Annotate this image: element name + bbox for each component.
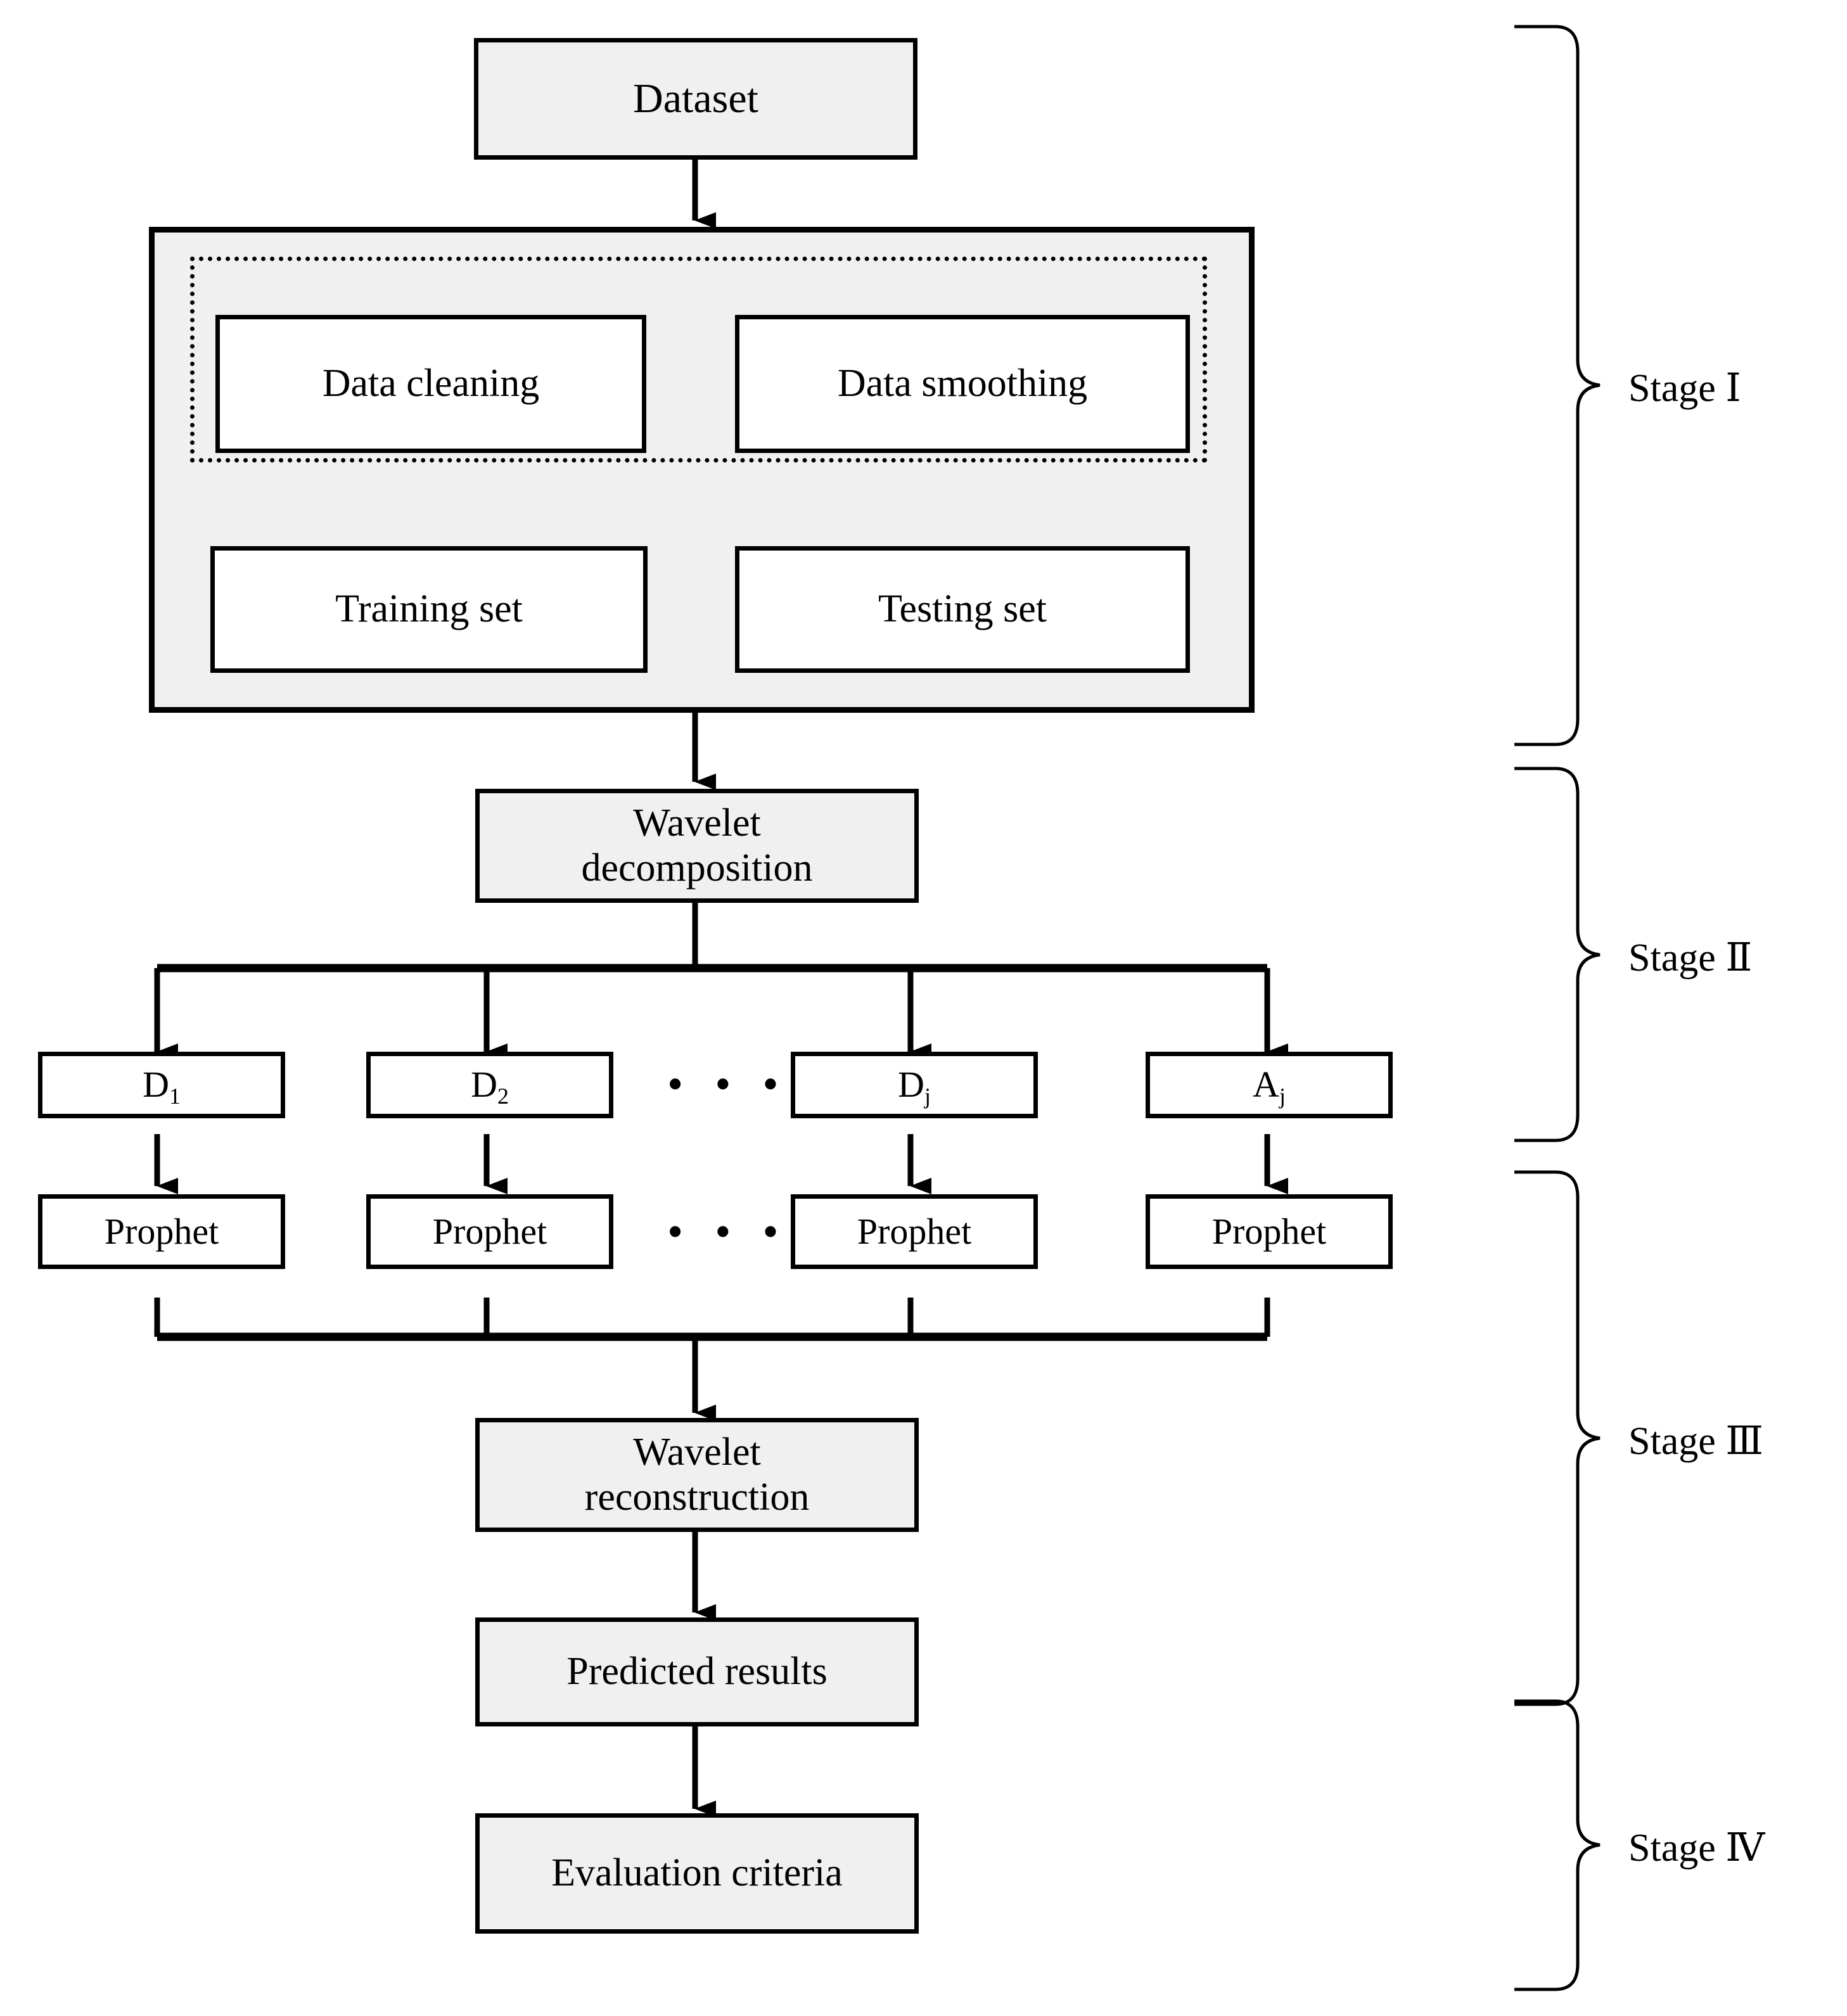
stage-4-brace — [1514, 1699, 1601, 1991]
node-data-cleaning-label: Data cleaning — [322, 362, 540, 405]
node-wavelet-decomposition-label-line2: decomposition — [581, 846, 813, 890]
node-training-set[interactable]: Training set — [210, 546, 648, 673]
stage-1-label: Stage Ⅰ — [1628, 367, 1741, 410]
node-evaluation-criteria-label: Evaluation criteria — [551, 1851, 843, 1895]
node-component-d1-label: D1 — [143, 1064, 181, 1109]
node-component-d2[interactable]: D2 — [366, 1052, 613, 1118]
node-prophet-3[interactable]: Prophet — [791, 1194, 1038, 1269]
node-data-cleaning[interactable]: Data cleaning — [215, 315, 646, 453]
node-wavelet-decomposition[interactable]: Wavelet decomposition — [475, 789, 919, 903]
node-wavelet-reconstruction[interactable]: Wavelet reconstruction — [475, 1418, 919, 1532]
node-data-smoothing-label: Data smoothing — [837, 362, 1088, 405]
stage-3-label: Stage Ⅲ — [1628, 1420, 1764, 1463]
node-component-dj-label: Dj — [898, 1064, 931, 1109]
node-component-aj-label: Aj — [1253, 1064, 1286, 1109]
node-prophet-4[interactable]: Prophet — [1146, 1194, 1393, 1269]
node-predicted-results[interactable]: Predicted results — [475, 1617, 919, 1726]
node-evaluation-criteria[interactable]: Evaluation criteria — [475, 1813, 919, 1934]
node-prophet-1-label: Prophet — [104, 1210, 219, 1252]
node-data-smoothing[interactable]: Data smoothing — [735, 315, 1190, 453]
node-prophet-4-label: Prophet — [1211, 1210, 1327, 1252]
node-component-aj-subscript: j — [1279, 1083, 1286, 1109]
stage-3-brace — [1514, 1170, 1601, 1706]
stage-1-brace — [1514, 25, 1601, 746]
components-ellipsis: • • • — [667, 1059, 789, 1109]
node-wavelet-reconstruction-label-line1: Wavelet — [633, 1430, 761, 1474]
node-component-dj[interactable]: Dj — [791, 1052, 1038, 1118]
stage-2-brace — [1514, 767, 1601, 1142]
node-wavelet-decomposition-label-line1: Wavelet — [633, 801, 761, 845]
node-prophet-2-label: Prophet — [432, 1210, 547, 1252]
node-wavelet-reconstruction-label-line2: reconstruction — [584, 1476, 810, 1519]
node-testing-set[interactable]: Testing set — [735, 546, 1190, 673]
node-predicted-results-label: Predicted results — [566, 1650, 828, 1694]
node-dataset[interactable]: Dataset — [474, 38, 917, 160]
node-component-d1[interactable]: D1 — [38, 1052, 285, 1118]
node-prophet-1[interactable]: Prophet — [38, 1194, 285, 1269]
models-ellipsis: • • • — [667, 1206, 789, 1257]
node-training-set-label: Training set — [335, 587, 523, 631]
node-component-d1-subscript: 1 — [169, 1083, 181, 1109]
data-preparation-dotted-container — [190, 257, 1207, 463]
node-component-dj-subscript: j — [924, 1083, 931, 1109]
node-component-d2-label: D2 — [471, 1064, 509, 1109]
node-testing-set-label: Testing set — [878, 587, 1047, 631]
stage-2-label: Stage Ⅱ — [1628, 936, 1753, 979]
node-component-d2-subscript: 2 — [497, 1083, 509, 1109]
node-prophet-2[interactable]: Prophet — [366, 1194, 613, 1269]
stage-4-label: Stage Ⅳ — [1628, 1827, 1765, 1870]
node-prophet-3-label: Prophet — [857, 1210, 972, 1252]
node-dataset-label: Dataset — [633, 75, 758, 122]
node-component-aj[interactable]: Aj — [1146, 1052, 1393, 1118]
